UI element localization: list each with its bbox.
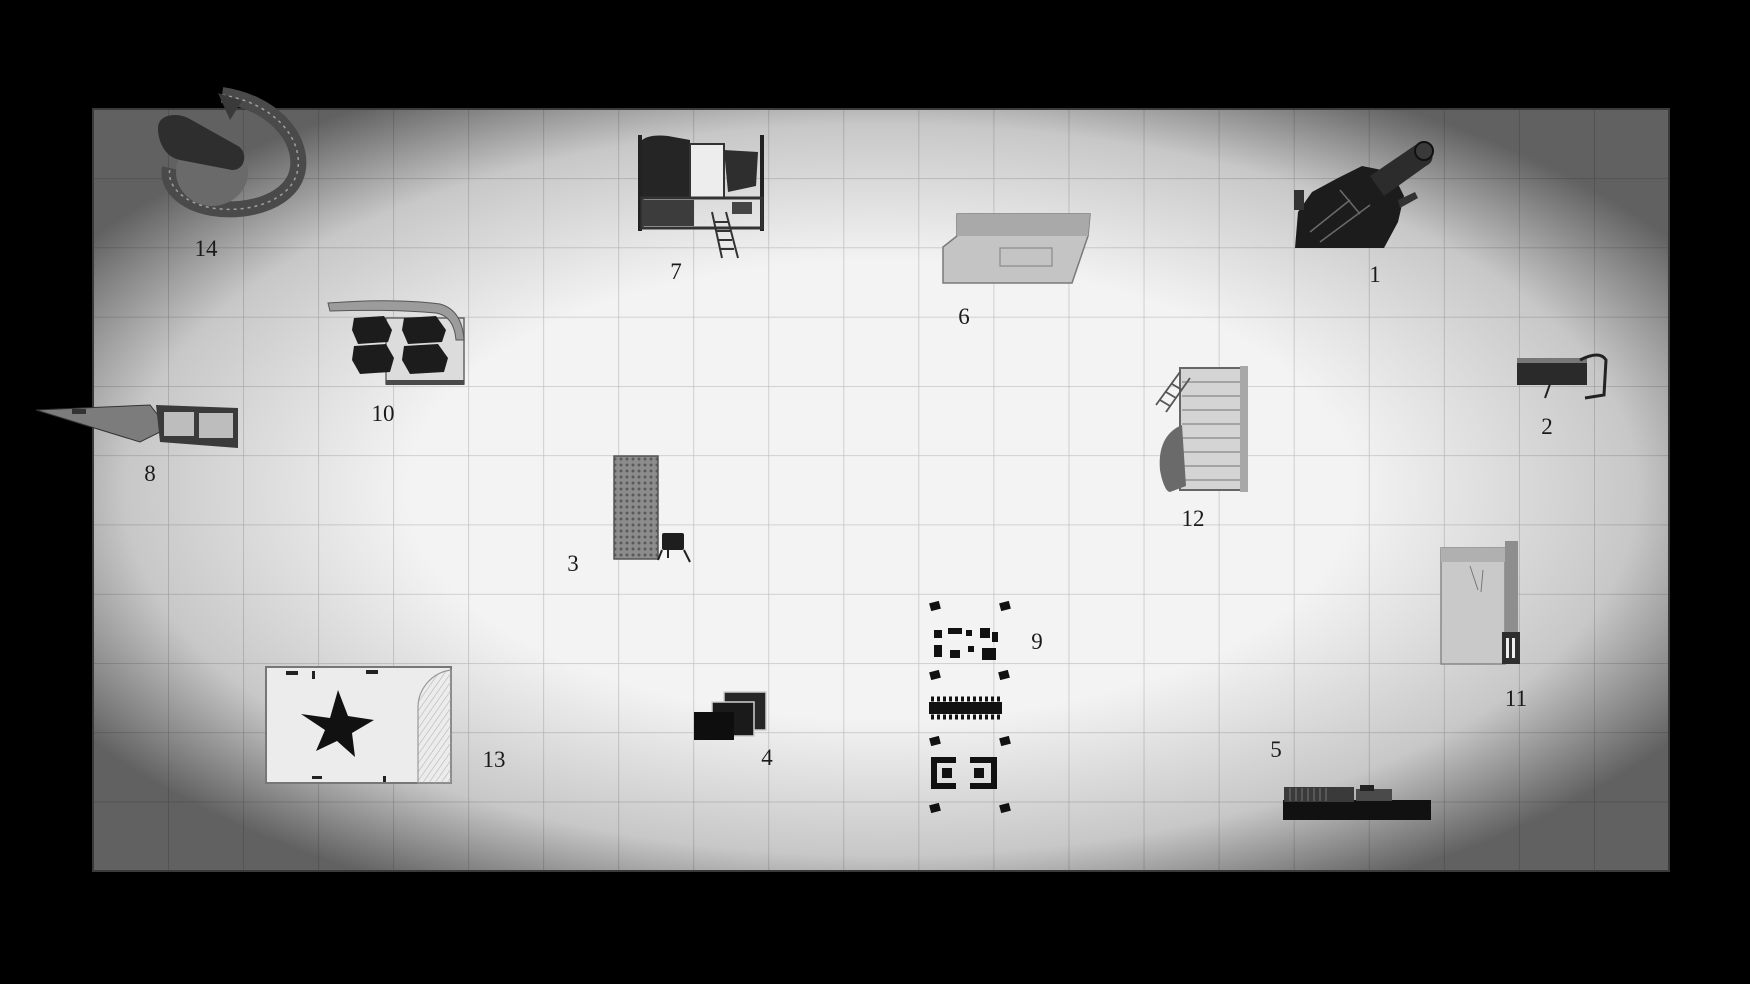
bracket-frames — [931, 757, 997, 789]
panel-body — [1440, 547, 1506, 665]
star-tent — [301, 690, 374, 757]
bed-lower-block — [642, 200, 694, 226]
piece-bottom-left — [929, 802, 941, 814]
toothed-bar — [929, 696, 1002, 720]
model-label-3: 3 — [567, 551, 579, 576]
stair-column — [158, 115, 245, 170]
bed-post-left — [638, 135, 642, 231]
piece-top-left — [929, 600, 941, 612]
piece-top-right — [999, 600, 1011, 612]
panel-top — [1441, 548, 1505, 562]
chair — [657, 533, 691, 563]
model-label-10: 10 — [372, 401, 395, 426]
glazed-pane-left — [164, 412, 194, 436]
model-2 — [1517, 353, 1608, 400]
model-label-14: 14 — [195, 236, 219, 261]
shelf-boards — [1182, 381, 1244, 481]
seat-left-upper — [352, 316, 392, 344]
model-label-13: 13 — [483, 747, 506, 772]
shelf-ladder — [1155, 371, 1191, 413]
canopy — [327, 300, 465, 341]
panel-edge — [1505, 541, 1518, 641]
piece-bottom-right — [999, 802, 1011, 814]
model-label-11: 11 — [1505, 686, 1527, 711]
bar-ribs — [1289, 788, 1327, 801]
piece-low-right — [999, 735, 1011, 747]
seat-right-lower — [402, 344, 448, 374]
model-14 — [158, 87, 307, 218]
spiral-stair-steps — [168, 94, 300, 211]
model-label-9: 9 — [1031, 629, 1043, 654]
seat-base — [386, 380, 464, 385]
model-11 — [1440, 541, 1520, 665]
plan-arc — [417, 669, 452, 784]
bed-mattress — [689, 143, 725, 199]
bar-upper-block — [1284, 787, 1354, 802]
bar-small-block — [1356, 789, 1392, 801]
model-7 — [638, 135, 764, 259]
shelf-drape — [1159, 425, 1186, 492]
block-top — [1517, 358, 1587, 364]
panel-marks — [1469, 565, 1484, 593]
piece-mid-right — [998, 669, 1010, 681]
machine-side-part — [1294, 190, 1304, 210]
bar-cap — [1360, 785, 1374, 791]
light-table — [92, 108, 1670, 872]
piece-cluster — [934, 628, 998, 660]
model-13 — [265, 666, 452, 784]
model-label-6: 6 — [958, 304, 970, 329]
model-label-1: 1 — [1369, 262, 1381, 287]
bed-post-right — [760, 135, 764, 231]
shelf-side — [1240, 366, 1248, 492]
machine-arm — [1398, 192, 1418, 208]
box-top-face — [957, 214, 1090, 236]
table-edge — [92, 108, 1670, 872]
machine-gear — [1414, 141, 1434, 161]
bar-base — [1283, 800, 1431, 820]
shelf-unit — [1179, 367, 1247, 491]
block-loop — [1579, 353, 1608, 400]
piece-low-left — [929, 735, 941, 747]
stair-fin — [218, 93, 242, 120]
bed-ladder — [711, 211, 739, 259]
piece-mid-left — [929, 669, 941, 681]
model-12 — [1155, 366, 1248, 492]
seat-right-upper — [402, 316, 446, 344]
model-label-7: 7 — [670, 259, 682, 284]
glazed-pane-right — [199, 413, 233, 438]
model-label-5: 5 — [1270, 737, 1282, 762]
machine-details — [1309, 189, 1371, 243]
plan-markers — [286, 670, 386, 782]
bed-blanket — [642, 135, 690, 198]
model-9 — [929, 600, 1011, 814]
model-label-8: 8 — [144, 461, 156, 486]
block-body — [1517, 363, 1587, 385]
panel-door — [1502, 632, 1520, 664]
plane-marker — [72, 409, 86, 414]
bed-cushion — [724, 150, 758, 192]
box-inset — [999, 247, 1053, 267]
block-leg — [1544, 383, 1551, 399]
model-label-2: 2 — [1541, 414, 1553, 439]
model-label-12: 12 — [1182, 506, 1205, 531]
bed-small-item — [732, 202, 752, 214]
model-10 — [327, 300, 465, 385]
model-4 — [694, 691, 767, 740]
rug — [613, 455, 659, 560]
model-6 — [942, 213, 1091, 284]
seat-left-lower — [352, 344, 394, 374]
model-labels: 1 2 3 4 5 6 7 8 9 10 11 12 13 14 — [144, 236, 1553, 772]
model-5 — [1283, 785, 1431, 820]
box-front — [694, 712, 734, 740]
model-3 — [613, 455, 691, 563]
machine-body — [1295, 166, 1404, 248]
model-8 — [35, 404, 238, 448]
model-1 — [1294, 141, 1434, 248]
model-label-4: 4 — [761, 745, 773, 770]
